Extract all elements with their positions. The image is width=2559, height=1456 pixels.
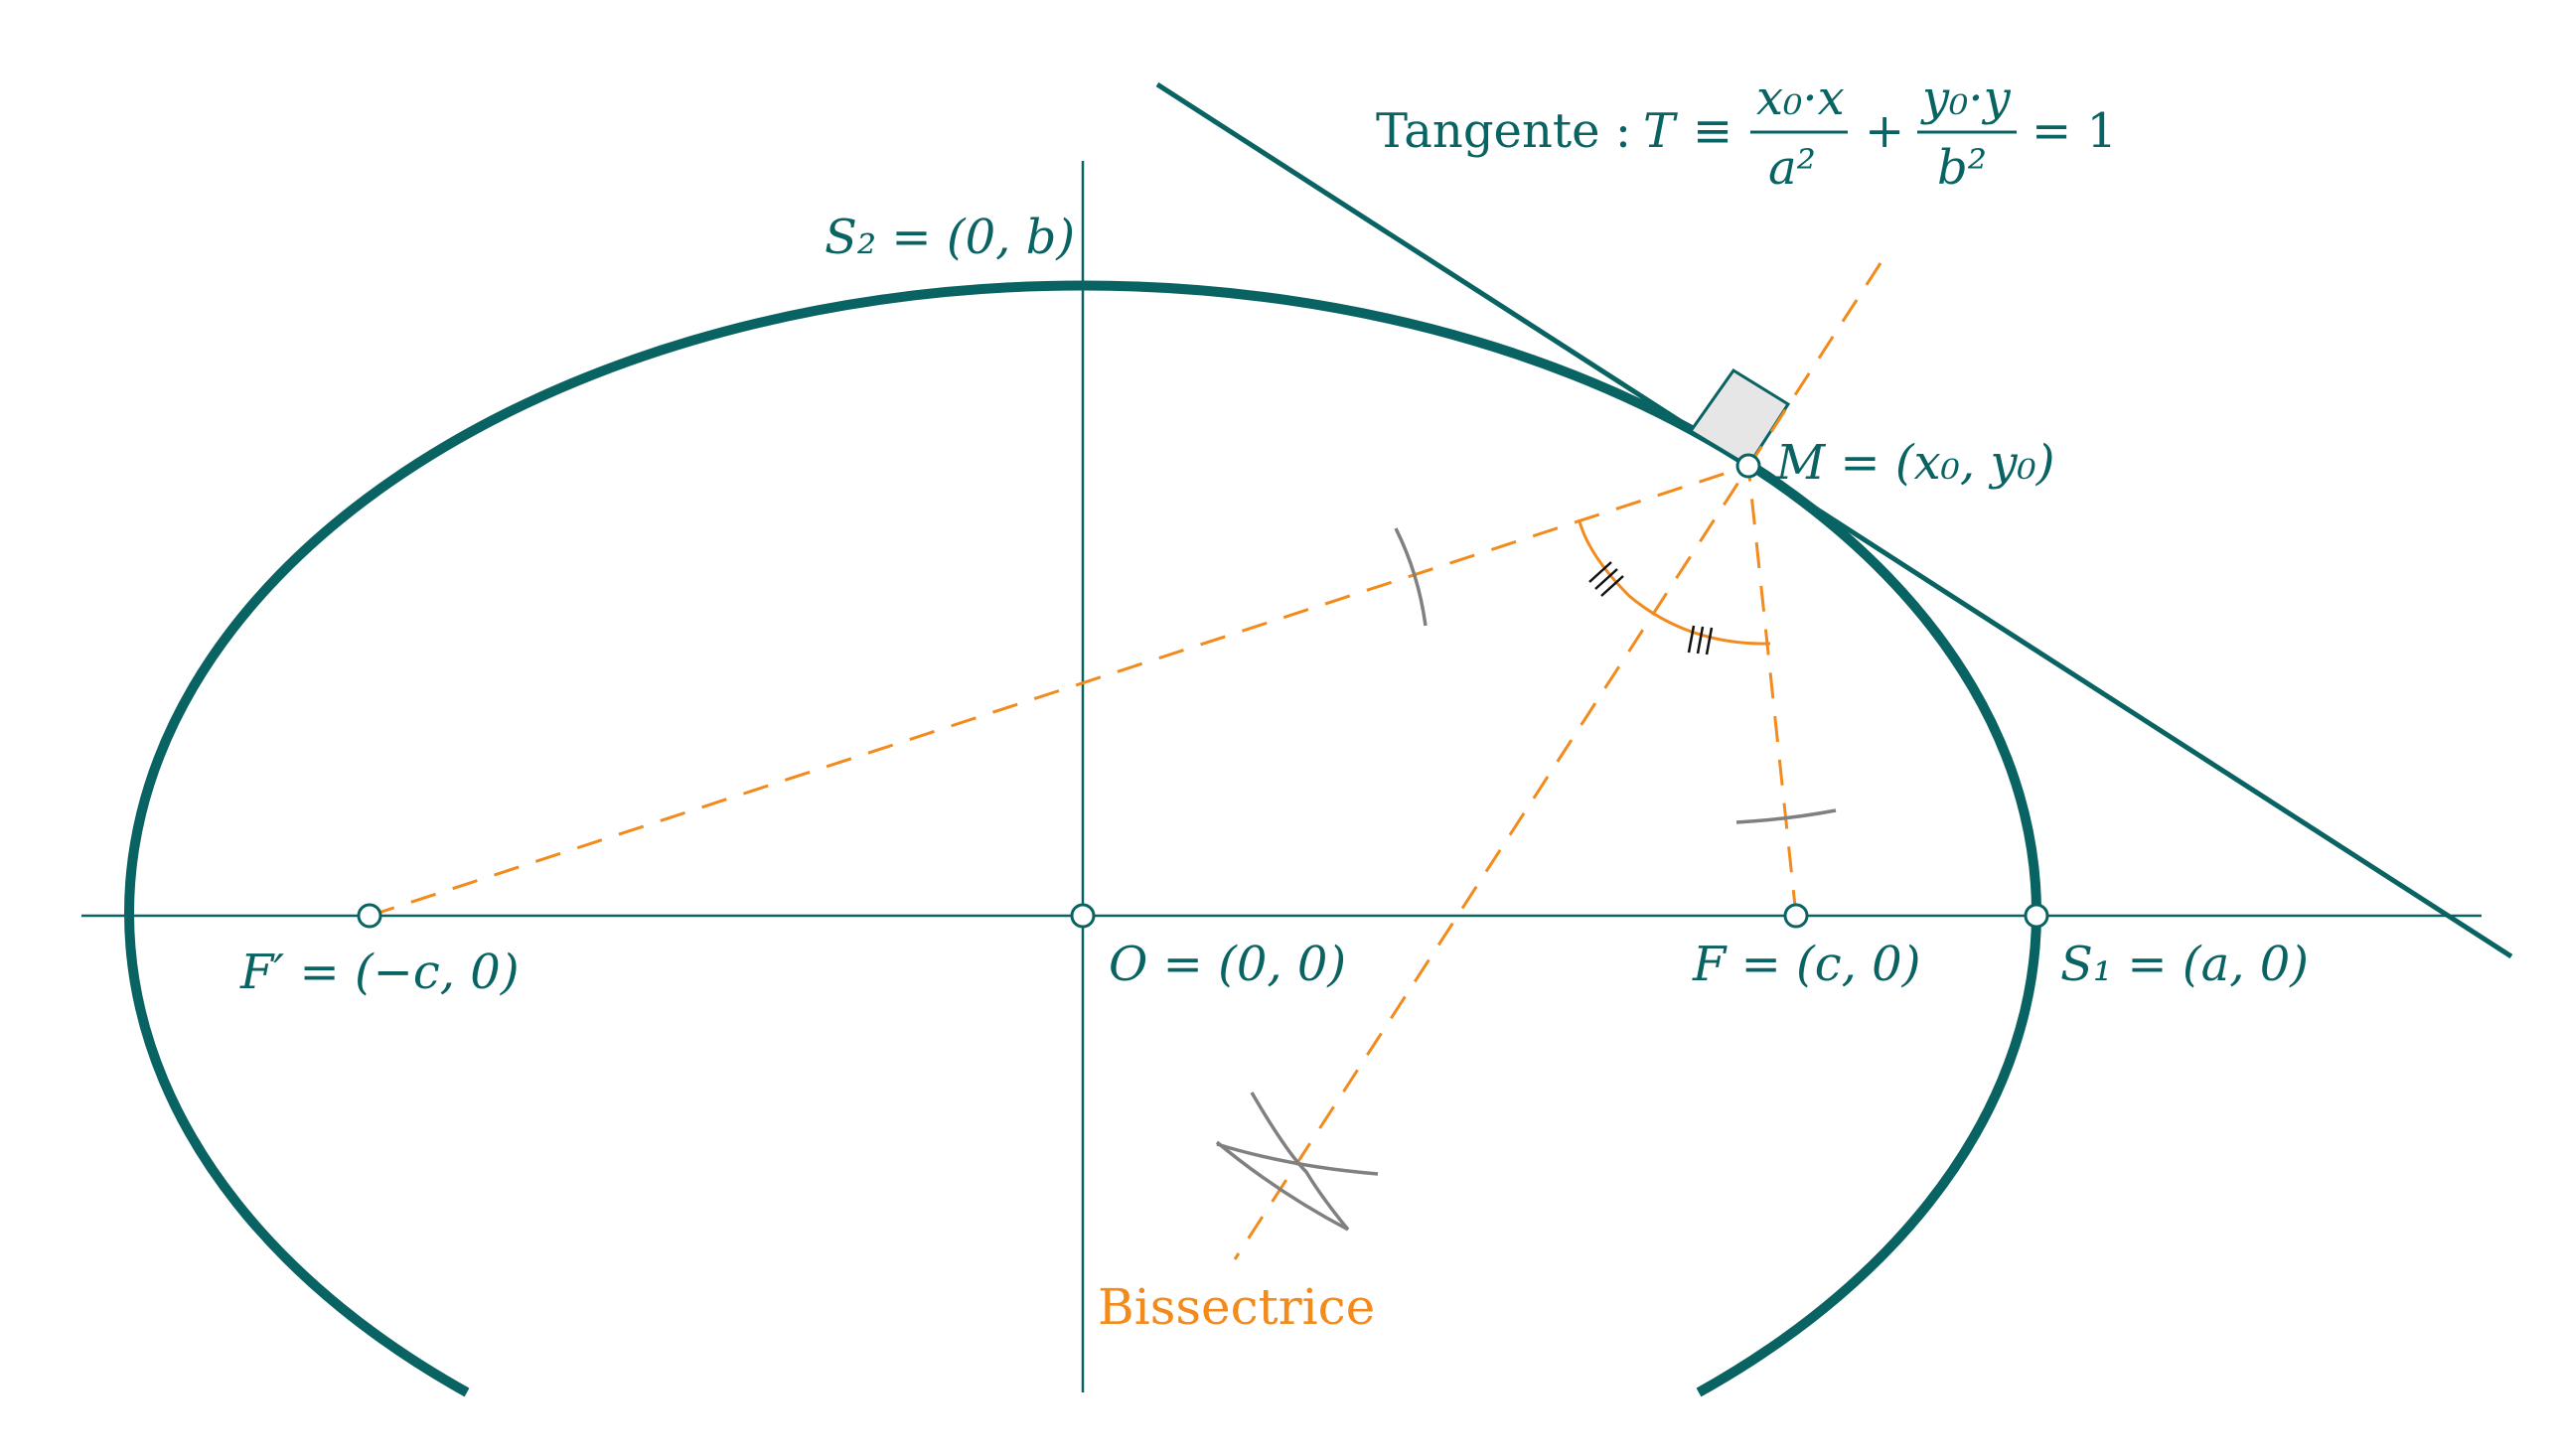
bisector-line [1233,262,1882,1260]
construction-lines [369,262,1882,1260]
points [357,453,2049,929]
point-s1 [2024,903,2049,929]
tangent-num1: x₀·x [1756,71,1845,126]
tangent-prefix: Tangente : [1376,103,1631,159]
point-f [1783,903,1809,929]
label-f-prime: F′ = (−c, 0) [239,945,520,1000]
tangent-equation: Tangente : T ≡ x₀·x a² + y₀·y b² = 1 [1376,71,2117,196]
label-s2: S₂ = (0, b) [825,210,1075,265]
compass-arcs [1215,527,1837,1232]
label-f: F = (c, 0) [1692,937,1920,992]
label-m: M = (x₀, y₀) [1775,435,2055,491]
tangent-den1: a² [1768,140,1816,196]
compass-arc-2 [1735,808,1837,824]
tangent-rhs: = 1 [2032,103,2117,159]
tangent-num2: y₀·y [1920,71,2012,126]
compass-arc-3 [1215,1140,1349,1232]
tangent-equiv: ≡ [1693,103,1732,159]
compass-arc-5 [1216,1142,1379,1176]
tangent-plus: + [1865,103,1904,159]
tangent-t: T [1643,103,1678,159]
ellipse [124,280,2041,1397]
point-m [1735,453,1761,479]
point-o [1070,903,1096,929]
compass-arc-4 [1250,1092,1350,1232]
line-fprime-m [369,464,1749,918]
label-bisector: Bissectrice [1098,1278,1375,1336]
tangent-line [1155,81,2513,959]
right-angle-marker [1688,367,1791,469]
point-f-prime [357,903,382,929]
angle-ticks [1588,561,1714,655]
angle-arc [1578,520,1771,646]
compass-arc-1 [1394,527,1428,627]
label-o: O = (0, 0) [1109,937,1346,992]
line-f-m [1746,465,1798,917]
label-s1: S₁ = (a, 0) [2060,937,2309,992]
tangent-den2: b² [1937,140,1987,196]
